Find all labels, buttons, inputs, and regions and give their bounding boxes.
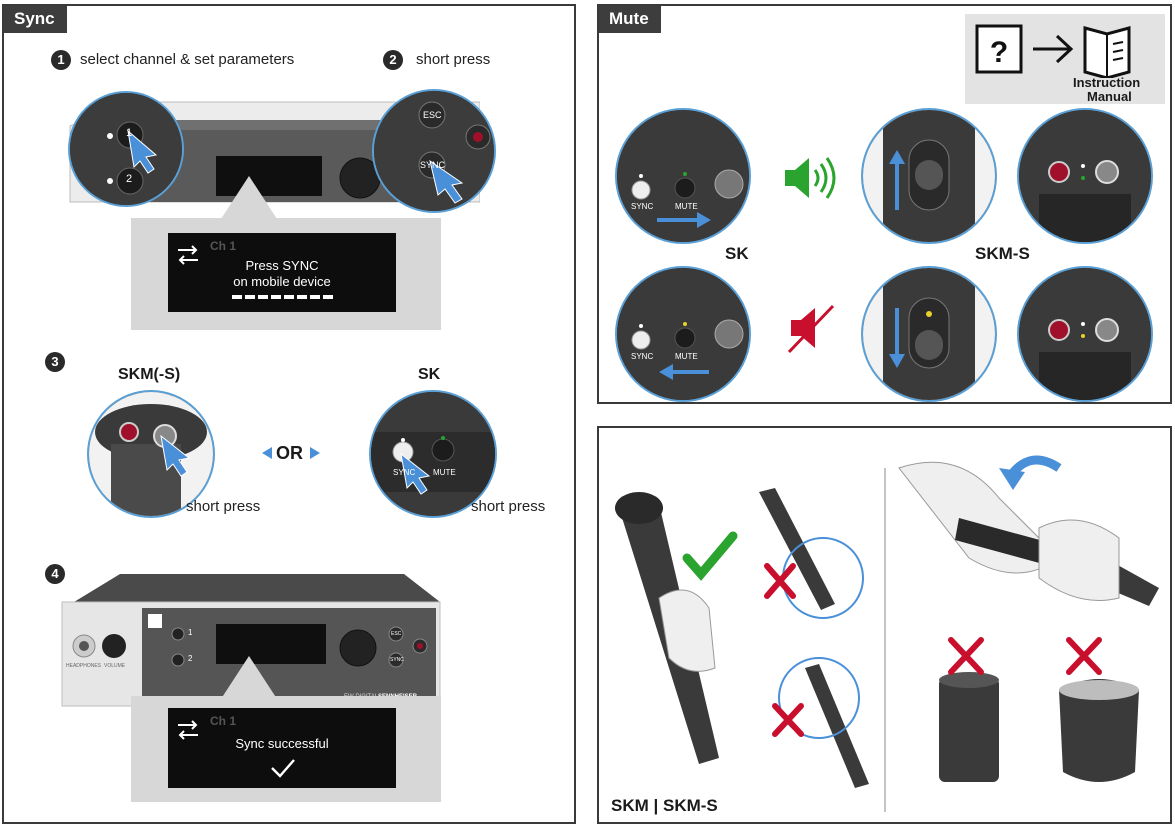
sk-title: SK	[418, 366, 441, 383]
manual-line-2: Manual	[1087, 89, 1132, 104]
step-1-badge: 1	[51, 50, 71, 70]
or-separator: OR	[262, 442, 322, 466]
sk-row2-sync-label: SYNC	[631, 352, 654, 361]
oled-channel-label-2: Ch 1	[210, 714, 237, 728]
or-right-triangle	[310, 447, 320, 459]
button-2-label: 2	[126, 173, 133, 185]
speaker-on-icon	[785, 157, 836, 199]
esc-sync-zoom-illustration	[374, 91, 494, 211]
step-4-badge: 4	[45, 564, 65, 584]
receiver-unit-2: HEADPHONES VOLUME 1 2 ESC SYNC EW DIGITA…	[60, 572, 442, 712]
device2-button-2-label: 2	[188, 654, 193, 663]
sync-arrows-icon	[178, 245, 198, 265]
sk-sync-label: SYNC	[393, 468, 416, 477]
sk-mute-label: MUTE	[433, 468, 456, 477]
handling-illustration	[615, 455, 1159, 812]
skms-label: SKM-S	[975, 244, 1030, 263]
sk-row1-mute-label: MUTE	[675, 202, 698, 211]
sk-mute-zoom-illustration	[617, 268, 749, 400]
zoom-sk-mute: SYNC MUTE	[615, 266, 751, 402]
zoom-sk-unmute: SYNC MUTE	[615, 108, 751, 244]
oled-display-1: Ch 1 Press SYNC on mobile device	[168, 233, 396, 312]
checkmark-icon	[271, 759, 295, 778]
skms-bottom-mute-illustration	[1019, 268, 1151, 400]
volume-label: VOLUME	[104, 663, 126, 669]
skm-short-press-caption: short press	[186, 498, 261, 515]
wrong-grip-top	[759, 488, 864, 619]
skm-s-title: SKM(-S)	[118, 366, 181, 383]
device2-sync-label: SYNC	[390, 657, 404, 663]
zoom-skms-switch-down	[861, 266, 997, 402]
sk-short-press-caption: short press	[471, 498, 546, 515]
skm-bottom-zoom-illustration	[89, 392, 213, 516]
handling-panel: SKM | SKM-S	[597, 426, 1172, 824]
zoom-skms-switch-up	[861, 108, 997, 244]
headphones-label: HEADPHONES	[66, 663, 102, 669]
sk-label: SK	[725, 244, 749, 263]
receiver-2-body-illustration	[61, 574, 441, 707]
help-to-manual-icon: ?	[975, 24, 1131, 78]
speaker-muted-icon	[787, 304, 835, 354]
handling-label: SKM | SKM-S	[611, 796, 718, 815]
wrong-grip-bottom	[772, 657, 869, 788]
button-1-label: 1	[126, 127, 133, 139]
or-left-triangle	[262, 447, 272, 459]
step-2-badge: 2	[383, 50, 403, 70]
callout-pointer-2	[219, 656, 279, 702]
skms-switch-down-illustration	[863, 268, 995, 400]
oled-line-mobile-device: on mobile device	[233, 274, 331, 289]
unscrew-hands	[898, 455, 1159, 606]
step-2-text: short press	[416, 51, 491, 68]
sk-unmute-zoom-illustration	[617, 110, 749, 242]
zoom-channel-buttons: 1 2	[68, 91, 184, 207]
skms-switch-up-illustration	[863, 110, 995, 242]
channel-button-zoom-illustration	[70, 93, 182, 205]
sync-arrows-icon	[178, 720, 198, 740]
step-3-badge: 3	[45, 352, 65, 372]
zoom-skm-sync-button	[87, 390, 215, 518]
sk-top-zoom-illustration	[371, 392, 495, 516]
sk-row1-sync-label: SYNC	[631, 202, 654, 211]
mute-panel: Mute ? Instruction Manual SYNC MUTE	[597, 4, 1172, 404]
skms-bottom-unmute-illustration	[1019, 110, 1151, 242]
or-text: OR	[276, 443, 303, 463]
device2-button-1-label: 1	[188, 628, 193, 637]
step-1-text: select channel & set parameters	[80, 51, 295, 68]
esc-label: ESC	[423, 110, 442, 120]
sync-label: SYNC	[420, 160, 446, 170]
sync-tab: Sync	[4, 6, 67, 33]
oled-channel-label-1: Ch 1	[210, 239, 237, 253]
progress-dashes	[232, 295, 333, 299]
callout-pointer-1	[219, 176, 279, 222]
oled-line-press-sync: Press SYNC	[245, 258, 319, 273]
manual-line-1: Instruction	[1073, 75, 1141, 90]
oled-line-sync-successful: Sync successful	[235, 736, 329, 751]
sync-panel: Sync 1 select channel & set parameters 2…	[2, 4, 576, 824]
oled-display-2: Ch 1 Sync successful	[168, 708, 396, 788]
zoom-esc-sync-buttons: ESC SYNC	[372, 89, 496, 213]
zoom-sk-sync-button: SYNC MUTE	[369, 390, 497, 518]
zoom-skms-bottom-mute	[1017, 266, 1153, 402]
sk-row2-mute-label: MUTE	[675, 352, 698, 361]
correct-grip	[615, 492, 738, 764]
wrong-capsule-right	[1059, 637, 1139, 782]
zoom-skms-bottom-unmute	[1017, 108, 1153, 244]
mute-tab: Mute	[599, 6, 661, 33]
svg-text:?: ?	[990, 36, 1008, 69]
wrong-capsule-left	[939, 637, 999, 782]
instruction-manual-box: ? Instruction Manual	[965, 14, 1165, 104]
device2-esc-label: ESC	[391, 631, 402, 637]
